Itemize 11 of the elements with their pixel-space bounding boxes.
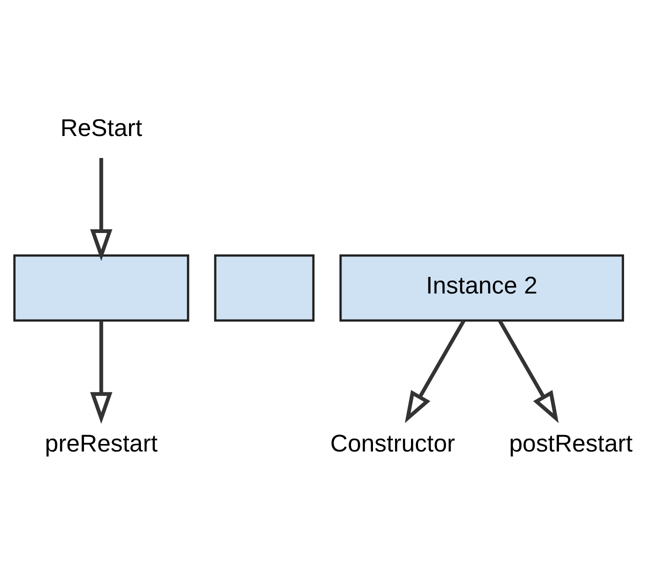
node-text: Constructor bbox=[330, 430, 456, 458]
node-text: postRestart bbox=[509, 430, 633, 458]
arrow bbox=[404, 320, 466, 424]
arrow bbox=[90, 158, 112, 261]
node-text: preRestart bbox=[44, 430, 158, 458]
node-text: ReStart bbox=[60, 114, 142, 142]
node-bar bbox=[13, 254, 190, 322]
node-bar bbox=[214, 254, 315, 322]
node-box: Instance 2 bbox=[339, 254, 624, 322]
arrow bbox=[90, 320, 112, 424]
arrow bbox=[498, 320, 559, 424]
